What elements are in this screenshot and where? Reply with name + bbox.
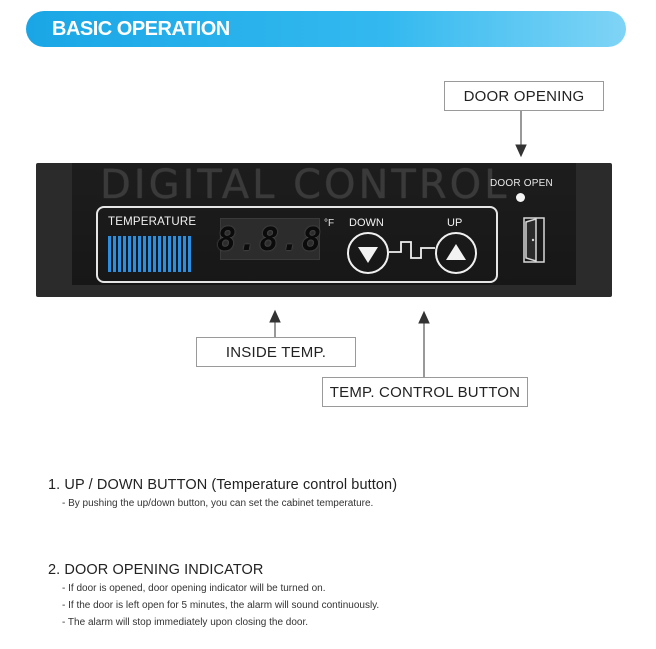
header-banner: BASIC OPERATION <box>26 11 626 47</box>
section-bullet: - The alarm will stop immediately upon c… <box>62 617 309 628</box>
triangle-down-icon <box>358 246 378 263</box>
control-inner-frame: TEMPERATURE 8.8.8 °F DOWN UP <box>96 206 498 283</box>
section-bullet: - If the door is left open for 5 minutes… <box>62 600 380 611</box>
door-open-indicator-led <box>516 193 525 202</box>
up-label: UP <box>447 217 463 229</box>
display-digits: 8.8.8 <box>216 220 324 258</box>
page-title: BASIC OPERATION <box>52 18 230 40</box>
digital-control-panel: DIGITAL CONTROL DOOR OPEN TEMPERATURE 8.… <box>36 162 612 297</box>
section-heading: 2. DOOR OPENING INDICATOR <box>48 562 264 578</box>
up-button[interactable] <box>435 232 477 274</box>
temperature-label: TEMPERATURE <box>108 216 197 228</box>
temperature-bar-graph <box>108 236 194 272</box>
section-heading: 1. UP / DOWN BUTTON (Temperature control… <box>48 477 398 493</box>
unit-label: °F <box>324 218 335 229</box>
panel-face <box>72 163 576 285</box>
step-wave-icon <box>389 241 435 259</box>
door-icon <box>523 217 545 263</box>
door-opening-callout: DOOR OPENING <box>444 81 604 111</box>
door-open-label: DOOR OPEN <box>490 178 553 189</box>
temp-control-button-callout: TEMP. CONTROL BUTTON <box>322 377 528 407</box>
panel-title: DIGITAL CONTROL <box>100 162 510 208</box>
inside-temp-callout: INSIDE TEMP. <box>196 337 356 367</box>
section-bullet: - By pushing the up/down button, you can… <box>62 498 374 509</box>
section-bullet: - If door is opened, door opening indica… <box>62 583 326 594</box>
temperature-display: 8.8.8 <box>216 218 324 260</box>
triangle-up-icon <box>446 243 466 260</box>
down-button[interactable] <box>347 232 389 274</box>
down-label: DOWN <box>349 217 384 229</box>
